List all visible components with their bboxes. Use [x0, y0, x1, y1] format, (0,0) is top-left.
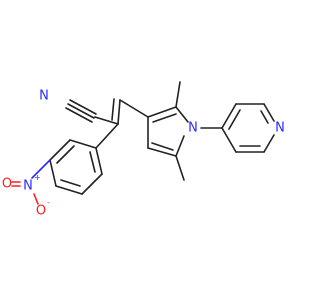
nitro-nitrogen-charge: +	[34, 173, 41, 182]
ring-bond	[49, 159, 57, 187]
ring-bond-inner	[60, 179, 81, 187]
alkene-to-aryl	[95, 123, 119, 149]
pyrrole-bond-to-n	[175, 106, 189, 123]
ring-bond-inner	[56, 145, 75, 164]
nitro-oxygen-charge: -	[47, 198, 50, 207]
nitrophenyl-ring	[49, 139, 103, 195]
alkene-double-bond-a	[117, 99, 121, 125]
nitro-group	[11, 159, 51, 205]
alkene-bonds	[94, 98, 149, 149]
nitro-n-o-single	[33, 193, 39, 205]
nitrile-group	[65, 99, 97, 123]
pyridine-bond-to-n	[263, 103, 275, 122]
ring-bond	[55, 185, 83, 195]
pyrrole-bond-inner	[151, 142, 174, 151]
ring-bond	[95, 147, 103, 175]
methyl-top	[175, 81, 181, 108]
nitro-oxygen-double-label: O	[2, 177, 12, 192]
nitrile-triple-bond-3	[69, 99, 97, 115]
ring-bond	[49, 139, 71, 161]
chemical-structure-diagram: N N + O O - N	[2, 81, 285, 219]
pyridine-bond	[221, 127, 237, 153]
pyrrole-bond-inner	[152, 113, 177, 123]
pyrrole-bond	[147, 147, 177, 157]
pyridine-bond-inner	[228, 109, 241, 130]
pyridine-bond	[221, 103, 237, 129]
pyrrole-ring	[147, 81, 189, 181]
nitrile-triple-bond-2	[65, 107, 93, 123]
nitrile-nitrogen-label: N	[39, 89, 49, 104]
pyridine-nitrogen-label: N	[275, 121, 285, 136]
ring-to-nitro-n	[31, 159, 51, 179]
nitro-oxygen-single-label: O	[36, 204, 46, 219]
pyrrole-nitrogen-label: N	[188, 121, 198, 136]
alkene-c-to-nitrile-c	[94, 116, 119, 125]
pyridine-ring	[200, 103, 275, 153]
vinyl-to-pyrrole	[119, 99, 149, 118]
pyridine-bond-inner	[260, 110, 269, 124]
ring-bond-inner	[89, 151, 96, 173]
alkene-double-bond-b	[111, 98, 115, 121]
pyrrole-bond	[147, 106, 177, 118]
ring-bond	[69, 139, 97, 149]
methyl-bottom	[175, 155, 185, 181]
pyrrole-bond-from-n	[175, 135, 185, 157]
pyridine-bond-from-n	[263, 134, 275, 153]
ring-bond	[81, 173, 103, 195]
nitrile-triple-bond-1	[67, 103, 95, 119]
nitro-nitrogen-label: N	[23, 179, 33, 194]
